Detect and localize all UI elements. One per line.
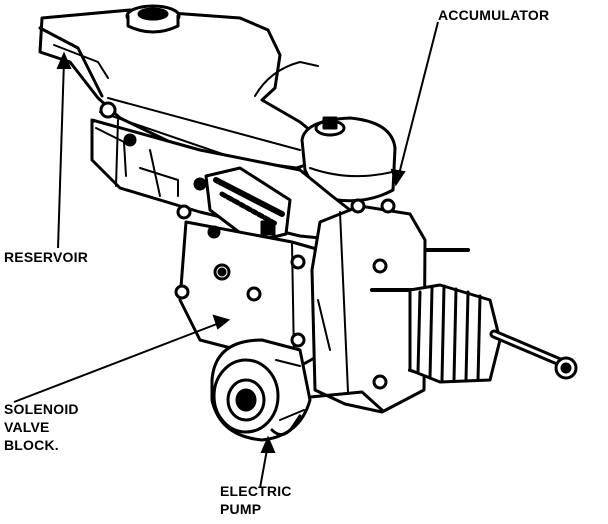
electric-pump (210, 338, 312, 442)
label-pump-line-1: ELECTRIC (220, 483, 292, 499)
pump-housing (298, 198, 427, 414)
electrical-connector (204, 166, 292, 244)
reservoir-cap (125, 4, 181, 34)
label-solenoid-line-1: SOLENOID (4, 401, 79, 417)
reservoir-arrowhead (56, 51, 72, 69)
leader-lines (13, 21, 439, 489)
label-accumulator: ACCUMULATOR (438, 7, 549, 23)
solenoid-valve-block (174, 220, 322, 368)
reservoir-leader (57, 59, 65, 249)
pushrod-bellows (370, 248, 578, 384)
accumulator-leader (397, 21, 439, 179)
pump-arrowhead (260, 435, 276, 453)
accumulator-dome (300, 116, 397, 203)
label-solenoid-line-2: VALVE (4, 419, 50, 435)
accumulator-arrowhead (390, 168, 406, 187)
label-pump-line-2: PUMP (220, 501, 261, 517)
hydraulic-unit-illustration (38, 4, 578, 442)
solenoid-leader (13, 321, 223, 403)
labels: ACCUMULATOR RESERVOIR SOLENOID VALVE BLO… (4, 7, 549, 517)
solenoid-arrowhead (212, 314, 231, 330)
label-solenoid-line-3: BLOCK. (4, 437, 59, 453)
label-reservoir: RESERVOIR (4, 249, 88, 265)
